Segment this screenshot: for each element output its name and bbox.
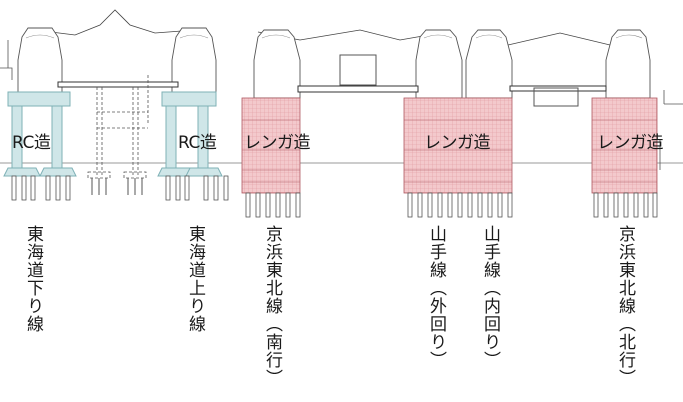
pile [223,175,229,201]
pile [427,192,433,218]
pile [487,192,493,218]
train-car-1 [17,27,63,93]
brick-pier-body [403,97,513,194]
pile [643,192,649,218]
track-label-tokaido-up: 東海道上り線 [185,225,205,333]
pile [603,192,609,218]
pile [457,192,463,218]
rc-pier-column [51,105,63,169]
pile [437,192,443,218]
pile [467,192,473,218]
pile [255,192,261,218]
pile [184,175,190,201]
pile [55,175,61,201]
piles [11,175,658,218]
brick-pier-body [591,97,658,194]
structure-label-rc-2: RC造 [178,133,217,153]
pile [213,175,219,201]
pile [245,192,251,218]
pile [593,192,599,218]
structure-label-brick-1: レンガ造 [244,133,311,153]
pile [30,175,36,201]
pile [65,175,71,201]
train-car-2 [171,27,217,93]
track-label-tokaido-down: 東海道下り線 [23,225,43,333]
train-car-3 [253,29,301,99]
brick-pier-body [241,97,301,194]
roof-canopy [34,9,641,46]
train-cars [17,27,651,99]
pile [497,192,503,218]
train-car-6 [605,29,651,99]
pile [165,175,171,201]
pile [265,192,271,218]
pile [285,192,291,218]
pile [407,192,413,218]
pile [11,175,17,201]
pile [417,192,423,218]
pile [203,175,209,201]
brick-piers [241,97,658,194]
pile [477,192,483,218]
brick-pier-3 [591,97,658,194]
rc-pier-beam [161,91,217,107]
track-label-keihin-tohoku-south: 京浜東北線（南行） [262,225,282,387]
structure-label-brick-2: レンガ造 [424,133,491,153]
pile [175,175,181,201]
rc-piers [3,91,223,177]
pile [21,175,27,201]
rc-pier-beam [7,91,71,107]
train-car-5 [465,29,513,99]
structure-label-brick-3: レンガ造 [597,133,664,153]
rc-pier-2 [157,91,223,177]
rc-footing [3,167,41,177]
train-car-4 [415,29,463,99]
decks [57,54,607,107]
track-label-yamanote-outer: 山手線（外回り） [426,225,446,369]
brick-pier-2 [403,97,513,194]
rc-footing [185,167,223,177]
pile [507,192,513,218]
edge-fragments [0,40,683,170]
rc-pier-column [165,105,177,169]
pile [613,192,619,218]
pile [633,192,639,218]
brick-pier-1 [241,97,301,194]
rc-footing [39,167,77,177]
pile [623,192,629,218]
pile [295,192,301,218]
track-label-keihin-tohoku-north: 京浜東北線（北行） [615,225,635,387]
pile [652,192,658,218]
steel-frame-piles [91,178,143,195]
steel-frame [87,75,149,179]
rc-pier-1 [3,91,77,177]
pile [447,192,453,218]
track-label-yamanote-inner: 山手線（内回り） [480,225,500,369]
structure-label-rc-1: RC造 [12,133,51,153]
pile [45,175,51,201]
pile [275,192,281,218]
